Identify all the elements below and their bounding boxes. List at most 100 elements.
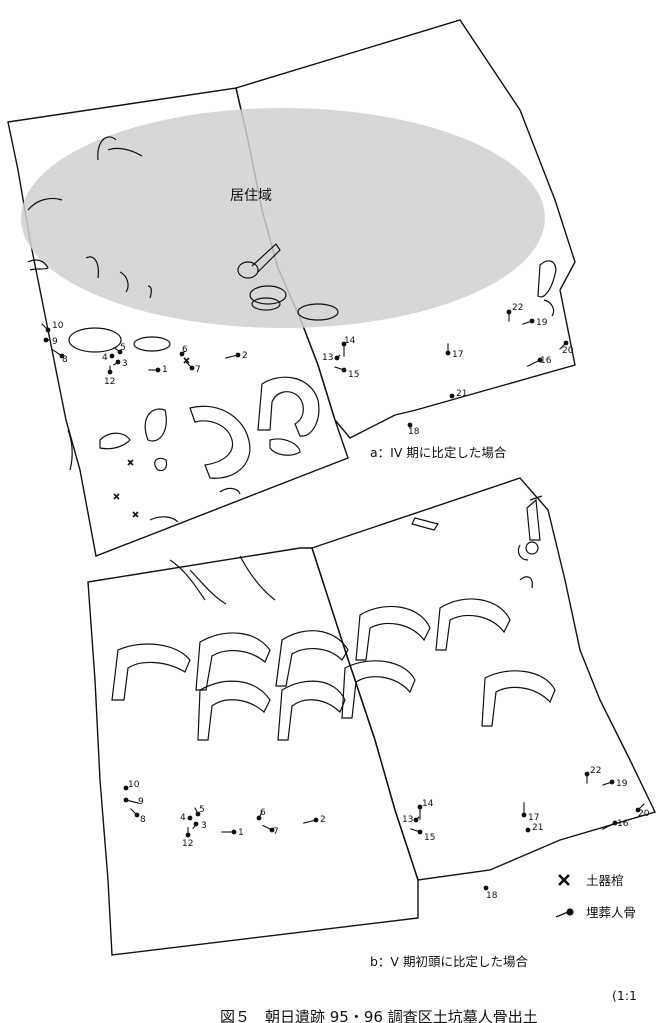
burial-label: 22 xyxy=(590,766,601,776)
burial-label: 21 xyxy=(532,823,543,833)
burial-2: 2 xyxy=(225,351,248,361)
burial-8: 8 xyxy=(130,808,146,825)
burial-dot xyxy=(107,369,113,375)
burial-dot xyxy=(483,885,489,891)
burial-label: 13 xyxy=(322,353,333,363)
burial-2: 2 xyxy=(303,815,326,825)
burial-label: 21 xyxy=(456,389,467,399)
plan-b-area-right xyxy=(311,477,656,881)
burial-9: 9 xyxy=(43,337,58,347)
burial-13: 13 xyxy=(402,815,420,825)
burial-dot xyxy=(189,365,195,371)
scale-label: (1:1 xyxy=(612,988,637,1003)
burial-dot xyxy=(334,355,340,361)
burial-dot xyxy=(134,812,140,818)
burial-8: 8 xyxy=(52,349,68,365)
burial-label: 1 xyxy=(238,828,244,838)
plan-a-features xyxy=(27,136,557,523)
burial-label: 2 xyxy=(320,815,326,825)
burial-label: 19 xyxy=(616,779,628,789)
legend-buried-bone-label: 埋葬人骨 xyxy=(586,905,636,920)
burial-label: 2 xyxy=(242,351,248,361)
burial-label: 7 xyxy=(273,827,279,837)
burial-22: 22 xyxy=(584,766,601,784)
burial-label: 8 xyxy=(62,355,68,365)
burial-label: 22 xyxy=(512,303,523,313)
burial-10: 10 xyxy=(123,780,140,791)
legend-pottery-coffin: 土器棺 xyxy=(558,873,624,888)
burial-21: 21 xyxy=(525,823,543,833)
burial-dot xyxy=(313,817,319,823)
figure-title: 図５ 朝日遺跡 95・96 調査区土坑墓人骨出土 xyxy=(220,1008,538,1023)
burial-label: 15 xyxy=(424,833,435,843)
burial-label: 4 xyxy=(102,353,108,363)
burial-dot xyxy=(407,422,413,428)
burial-label: 8 xyxy=(140,815,146,825)
burial-label: 13 xyxy=(402,815,413,825)
burial-dot xyxy=(341,341,347,347)
burial-label: 16 xyxy=(617,819,629,829)
burial-label: 18 xyxy=(408,427,420,437)
burial-dot xyxy=(187,815,193,821)
burial-1: 1 xyxy=(148,365,168,375)
burial-12: 12 xyxy=(104,365,115,387)
burial-5: 5 xyxy=(194,805,205,817)
burial-dot xyxy=(269,827,275,833)
burial-dot xyxy=(449,393,455,399)
burial-label: 5 xyxy=(120,343,126,353)
burial-12: 12 xyxy=(182,827,193,849)
burial-17: 17 xyxy=(445,343,463,360)
burial-dot xyxy=(45,327,51,333)
burial-dot xyxy=(521,812,527,818)
burial-label: 16 xyxy=(540,356,552,366)
burial-dot xyxy=(123,797,129,803)
burial-label: 10 xyxy=(128,780,140,790)
burial-17: 17 xyxy=(521,802,539,823)
burial-label: 10 xyxy=(52,321,64,331)
burial-dot xyxy=(635,807,641,813)
burial-dot xyxy=(231,829,237,835)
burial-4: 4 xyxy=(180,813,193,823)
burial-label: 20 xyxy=(638,809,650,819)
burial-19: 19 xyxy=(522,318,548,328)
burial-10: 10 xyxy=(41,321,64,333)
burial-5: 5 xyxy=(113,343,126,355)
burial-15: 15 xyxy=(334,366,359,380)
burial-dot xyxy=(193,821,199,827)
burial-dot xyxy=(179,351,185,357)
burial-label: 17 xyxy=(452,350,463,360)
burial-dot xyxy=(537,357,543,363)
burial-20: 20 xyxy=(635,803,650,819)
burial-13: 13 xyxy=(322,353,341,363)
burial-22: 22 xyxy=(506,303,523,322)
burial-label: 7 xyxy=(195,365,201,375)
burial-dot xyxy=(417,804,423,810)
burial-15: 15 xyxy=(410,828,435,843)
burial-3: 3 xyxy=(192,821,207,831)
burial-3: 3 xyxy=(112,359,128,369)
legend-buried-bone: 埋葬人骨 xyxy=(555,905,636,920)
plan-b-caption: b：V 期初頭に比定した場合 xyxy=(370,954,528,969)
burial-label: 12 xyxy=(182,839,193,849)
burial-6: 6 xyxy=(179,345,188,357)
burial-label: 4 xyxy=(180,813,186,823)
burial-14: 14 xyxy=(417,799,434,820)
burial-label: 6 xyxy=(260,808,266,818)
legend-pottery-coffin-label: 土器棺 xyxy=(586,873,624,888)
burial-dot xyxy=(506,309,512,315)
burial-dot xyxy=(584,771,590,777)
legend: 土器棺 埋葬人骨 xyxy=(555,873,636,920)
burial-dot xyxy=(59,353,65,359)
burial-label: 20 xyxy=(562,346,574,356)
burial-dot xyxy=(609,779,615,785)
burial-dot xyxy=(235,352,241,358)
x-mark-icon xyxy=(558,874,570,886)
burial-16: 16 xyxy=(601,819,629,830)
burial-dot xyxy=(529,318,535,324)
burial-label: 1 xyxy=(162,365,168,375)
burial-dot xyxy=(256,815,262,821)
burial-label: 19 xyxy=(536,318,548,328)
